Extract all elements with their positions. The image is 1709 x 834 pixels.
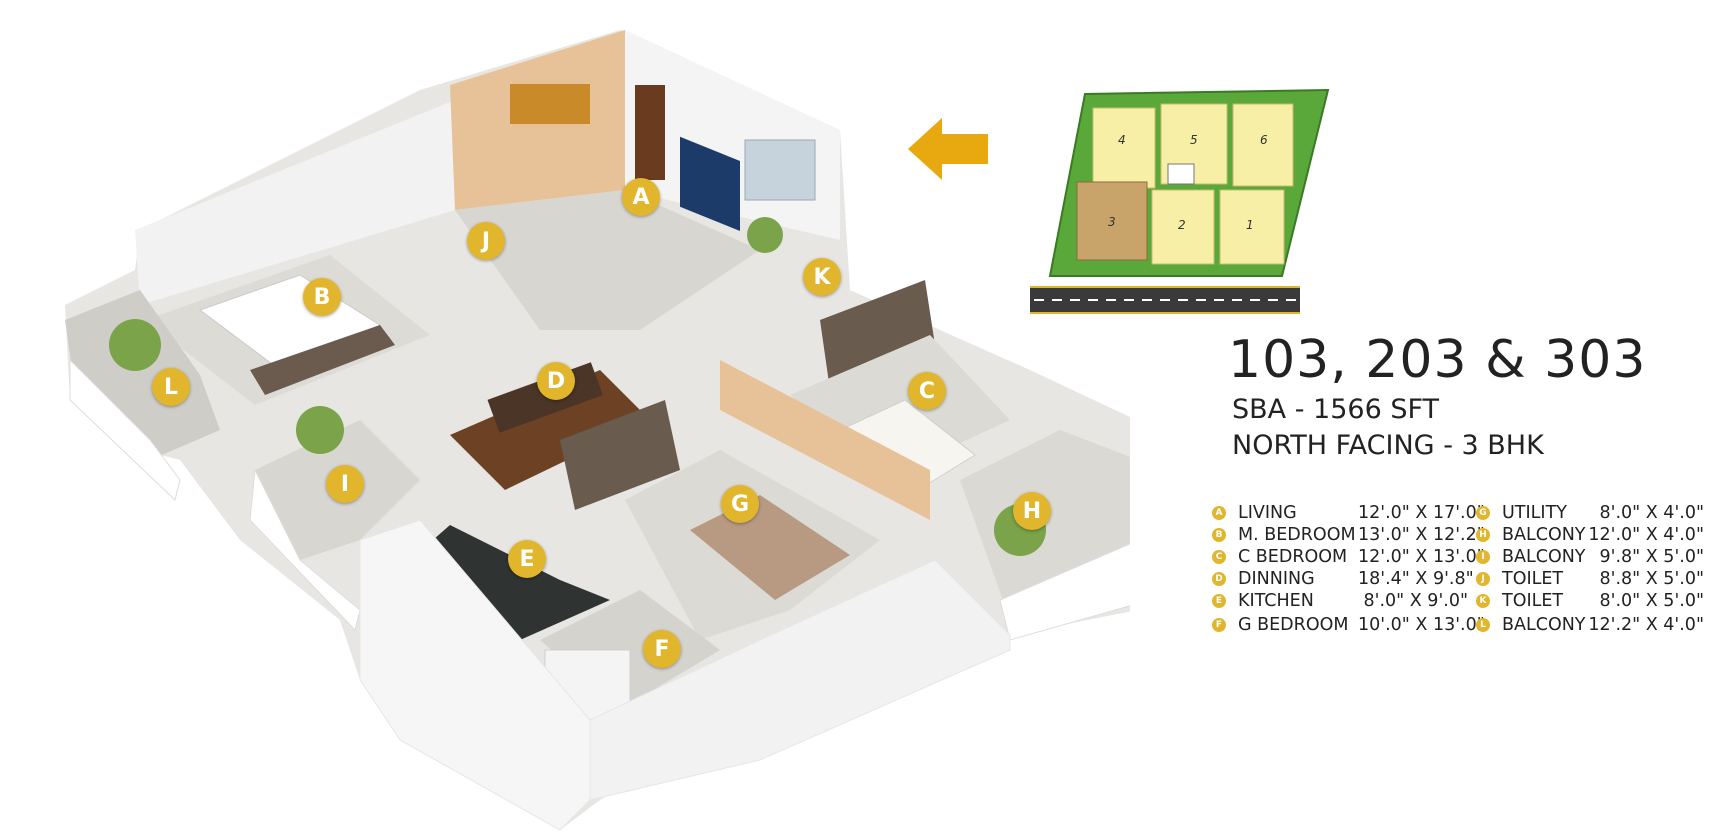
legend-name: C BEDROOM (1238, 547, 1348, 567)
legend-size: 8'.0" X 4'.0" (1599, 503, 1705, 523)
wardrobe-g (560, 400, 680, 510)
legend-marker: B (1212, 528, 1226, 542)
site-unit-1-label: 1 (1246, 218, 1254, 232)
g-bed (690, 495, 850, 600)
window-living (744, 139, 816, 201)
legend-size: 8'.8" X 5'.0" (1599, 569, 1705, 589)
legend-name: BALCONY (1502, 547, 1586, 567)
legend-name: BALCONY (1502, 615, 1586, 635)
marker-b: B (303, 278, 341, 316)
marker-k: K (803, 258, 841, 296)
left-arrow-icon (908, 118, 988, 180)
legend-size: 12'.0" X 17'.0" (1358, 503, 1485, 523)
marker-i: I (326, 465, 364, 503)
master-bed-base (250, 325, 395, 395)
site-stairs (1167, 163, 1195, 185)
plant-living (747, 217, 783, 253)
floor-plan-illustration (65, 30, 1130, 831)
legend-marker: A (1212, 506, 1226, 520)
unit-facing: NORTH FACING - 3 BHK (1232, 430, 1544, 461)
site-unit-4-label: 4 (1118, 133, 1126, 147)
legend-name: UTILITY (1502, 503, 1567, 523)
marker-f: F (643, 630, 681, 668)
legend-marker: F (1212, 618, 1226, 632)
legend-size: 10'.0" X 13'.0" (1358, 615, 1485, 635)
site-unit-4 (1092, 107, 1156, 189)
wall-front-left (359, 519, 591, 831)
legend-name: DINNING (1238, 569, 1315, 589)
living-floor (455, 190, 760, 330)
site-unit-6 (1232, 103, 1294, 187)
balcony-i-rail (249, 468, 361, 632)
tv (680, 136, 740, 231)
legend-marker: D (1212, 572, 1226, 586)
balcony-l (65, 290, 220, 460)
legend-name: M. BEDROOM (1238, 525, 1356, 545)
site-unit-2 (1151, 189, 1215, 265)
legend-marker: C (1212, 550, 1226, 564)
legend-size: 13'.0" X 12'.2" (1358, 525, 1485, 545)
unit-title: 103, 203 & 303 (1228, 330, 1647, 390)
wall-left-back (135, 100, 455, 305)
legend-name: BALCONY (1502, 525, 1586, 545)
site-unit-3 (1076, 181, 1148, 261)
legend-size: 8'.0" X 5'.0" (1599, 591, 1705, 611)
legend-marker: G (1476, 506, 1490, 520)
wall-front-right (589, 559, 1011, 801)
site-unit-2-label: 2 (1178, 218, 1186, 232)
wardrobe-c (820, 280, 935, 390)
legend-name: TOILET (1502, 591, 1564, 611)
legend-size: 12'.0" X 4'.0" (1588, 525, 1704, 545)
marker-c: C (908, 372, 946, 410)
marker-g: G (721, 485, 759, 523)
legend-name: KITCHEN (1238, 591, 1314, 611)
legend-marker: I (1476, 550, 1490, 564)
marker-l: L (152, 368, 190, 406)
marker-h: H (1013, 492, 1051, 530)
legend-size: 8'.0" X 9'.0" (1363, 591, 1469, 611)
wall-g-accent (720, 360, 930, 520)
dining-rug (450, 370, 650, 490)
unit-sba: SBA - 1566 SFT (1232, 394, 1440, 425)
site-unit-6-label: 6 (1260, 133, 1268, 147)
site-unit-3-label: 3 (1108, 215, 1116, 229)
legend-size: 9'.8" X 5'.0" (1599, 547, 1705, 567)
legend-size: 18'.4" X 9'.8" (1358, 569, 1474, 589)
marker-j: J (467, 222, 505, 260)
wall-painting (510, 84, 590, 124)
legend-name: G BEDROOM (1238, 615, 1349, 635)
kitchen-counter (410, 525, 610, 640)
site-plan: 4 5 6 3 2 1 (1030, 88, 1330, 314)
balcony-l-rail (69, 358, 181, 501)
legend-marker: J (1476, 572, 1490, 586)
legend-marker: H (1476, 528, 1490, 542)
living-door (635, 85, 665, 180)
legend-marker: L (1476, 618, 1490, 632)
marker-e: E (508, 540, 546, 578)
marker-d: D (537, 362, 575, 400)
legend-name: LIVING (1238, 503, 1297, 523)
plant-l (109, 319, 161, 371)
legend-size: 12'.2" X 4'.0" (1588, 615, 1704, 635)
marker-a: A (622, 178, 660, 216)
site-unit-1 (1219, 189, 1285, 265)
legend-name: TOILET (1502, 569, 1564, 589)
plant-i (296, 406, 344, 454)
legend-marker: K (1476, 594, 1490, 608)
legend-size: 12'.0" X 13'.0" (1358, 547, 1485, 567)
balcony-h-rail (999, 543, 1130, 641)
site-unit-5-label: 5 (1190, 133, 1198, 147)
legend-marker: E (1212, 594, 1226, 608)
